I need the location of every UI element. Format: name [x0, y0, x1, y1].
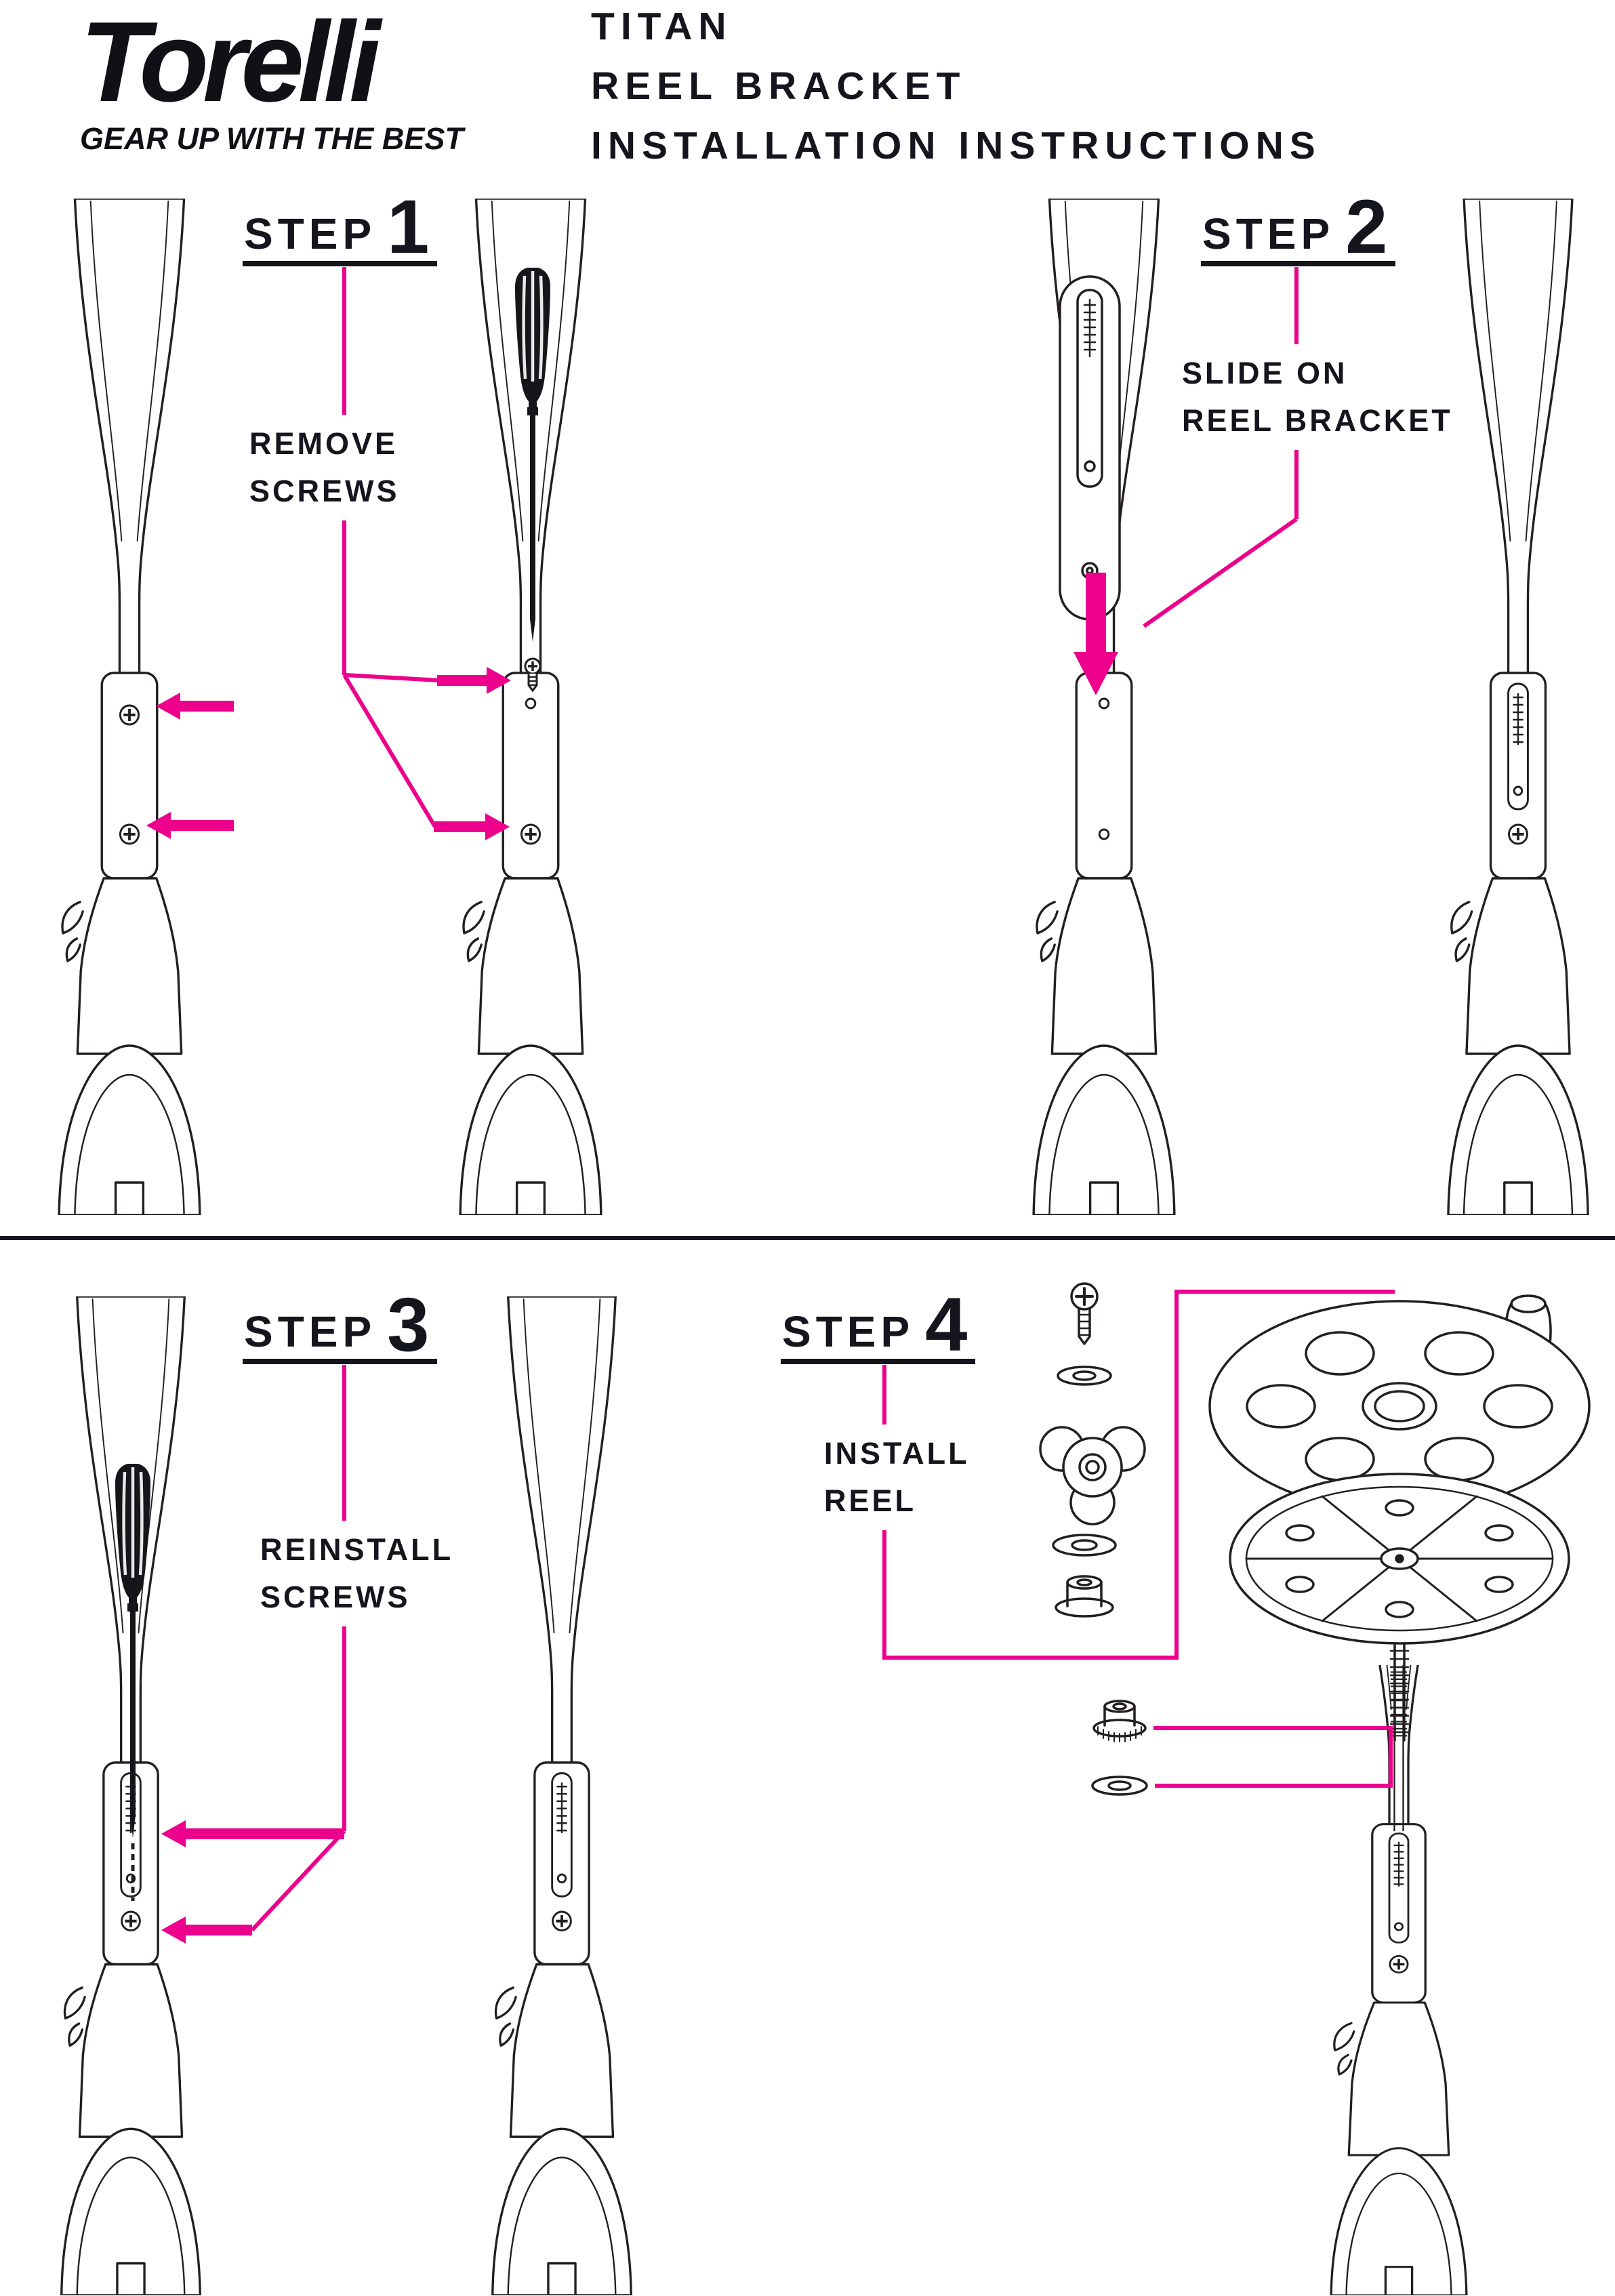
step-2-label: STEP [1202, 209, 1335, 259]
step-1-caption-line-2: SCREWS [249, 473, 400, 508]
step-3-number: 3 [387, 1282, 430, 1367]
bracket-screw-bottom [120, 1910, 142, 1932]
speargun-step1-left-illustration [58, 199, 201, 1215]
logo-block: Torelli GEAR UP WITH THE BEST [80, 0, 464, 157]
removed-screw [524, 657, 541, 692]
reel-lower-disc [1229, 1473, 1570, 1645]
torelli-logo: Torelli [80, 0, 381, 125]
step-4-header: STEP 4 [781, 1282, 976, 1367]
step-2-number: 2 [1345, 184, 1388, 269]
step1-connector-lines [342, 267, 440, 828]
step-4-caption-line-2: REEL [824, 1483, 917, 1518]
step-1-caption-line-1: REMOVE [249, 426, 398, 461]
logo-tagline: GEAR UP WITH THE BEST [80, 121, 464, 156]
installed-reel-bracket-slot [1388, 1832, 1410, 1944]
step-4-caption-line-1: INSTALL [824, 1436, 970, 1471]
reel-bracket-illustration [1059, 275, 1121, 621]
tri-lobe-knob [1039, 1426, 1146, 1525]
step-3-caption-line-1: REINSTALL [260, 1532, 454, 1567]
step-3-caption-line-2: SCREWS [260, 1579, 411, 1614]
reel-exploded-illustration [1039, 1282, 1591, 1796]
page-title-line-2: REEL BRACKET [591, 64, 966, 108]
bracket-screw-top [119, 704, 140, 726]
step-2-caption-line-2: REEL BRACKET [1182, 403, 1453, 438]
bracket-screw-bottom [119, 823, 140, 845]
reel-mounting-screw [1070, 1282, 1099, 1345]
washer-top [1057, 1366, 1112, 1386]
step-4-caption: INSTALL REEL [816, 1424, 978, 1530]
screwdriver-step1-illustration [502, 268, 564, 692]
step-2-header: STEP 2 [1201, 184, 1396, 269]
step-2-caption: SLIDE ON REEL BRACKET [1174, 344, 1461, 450]
empty-screw-hole [525, 697, 537, 710]
screwdriver-icon [516, 268, 550, 642]
step-1-header: STEP 1 [243, 184, 438, 269]
bracket-screw-bottom [551, 1910, 573, 1932]
flanged-bushing [1055, 1575, 1114, 1618]
bracket-screw-bottom [1507, 823, 1529, 845]
reel-spindle-post [1389, 1642, 1410, 1742]
step-1-caption: REMOVE SCREWS [241, 415, 408, 520]
speargun-step3-right-illustration [491, 1296, 632, 2295]
washer-bottom [1091, 1776, 1148, 1796]
speargun-step2-left-illustration [1032, 199, 1176, 1215]
empty-screw-hole [1098, 828, 1110, 840]
bracket-hole-small [1084, 460, 1096, 472]
step-3-caption: REINSTALL SCREWS [252, 1521, 462, 1626]
step-4-number: 4 [925, 1282, 968, 1367]
installed-reel-bracket-slot [551, 1772, 573, 1898]
bracket-slot [1076, 289, 1103, 488]
step-3-header: STEP 3 [243, 1282, 438, 1367]
screwdriver-step3-illustration [102, 1464, 164, 1901]
washer-large [1052, 1534, 1117, 1557]
step-1-label: STEP [244, 209, 377, 259]
step-3-label: STEP [244, 1307, 377, 1357]
step3-connector-lines [250, 1365, 346, 1932]
step-4-label: STEP [782, 1307, 915, 1357]
page-title-line-3: INSTALLATION INSTRUCTIONS [591, 124, 1322, 167]
speargun-step1-right-illustration [459, 199, 602, 1215]
screwdriver-icon [116, 1464, 150, 1838]
installed-reel-bracket-slot [1507, 682, 1529, 811]
knurled-nut [1092, 1700, 1147, 1742]
empty-screw-hole [1098, 697, 1110, 710]
page-title-line-1: TITAN [591, 5, 733, 48]
bracket-screw-bottom [1389, 1954, 1409, 1974]
section-divider-line [0, 1236, 1615, 1240]
bracket-screw-bottom [520, 823, 541, 845]
step-2-caption-line-1: SLIDE ON [1182, 356, 1348, 390]
step-1-number: 1 [387, 184, 430, 269]
bracket-hole-center [1086, 567, 1094, 575]
